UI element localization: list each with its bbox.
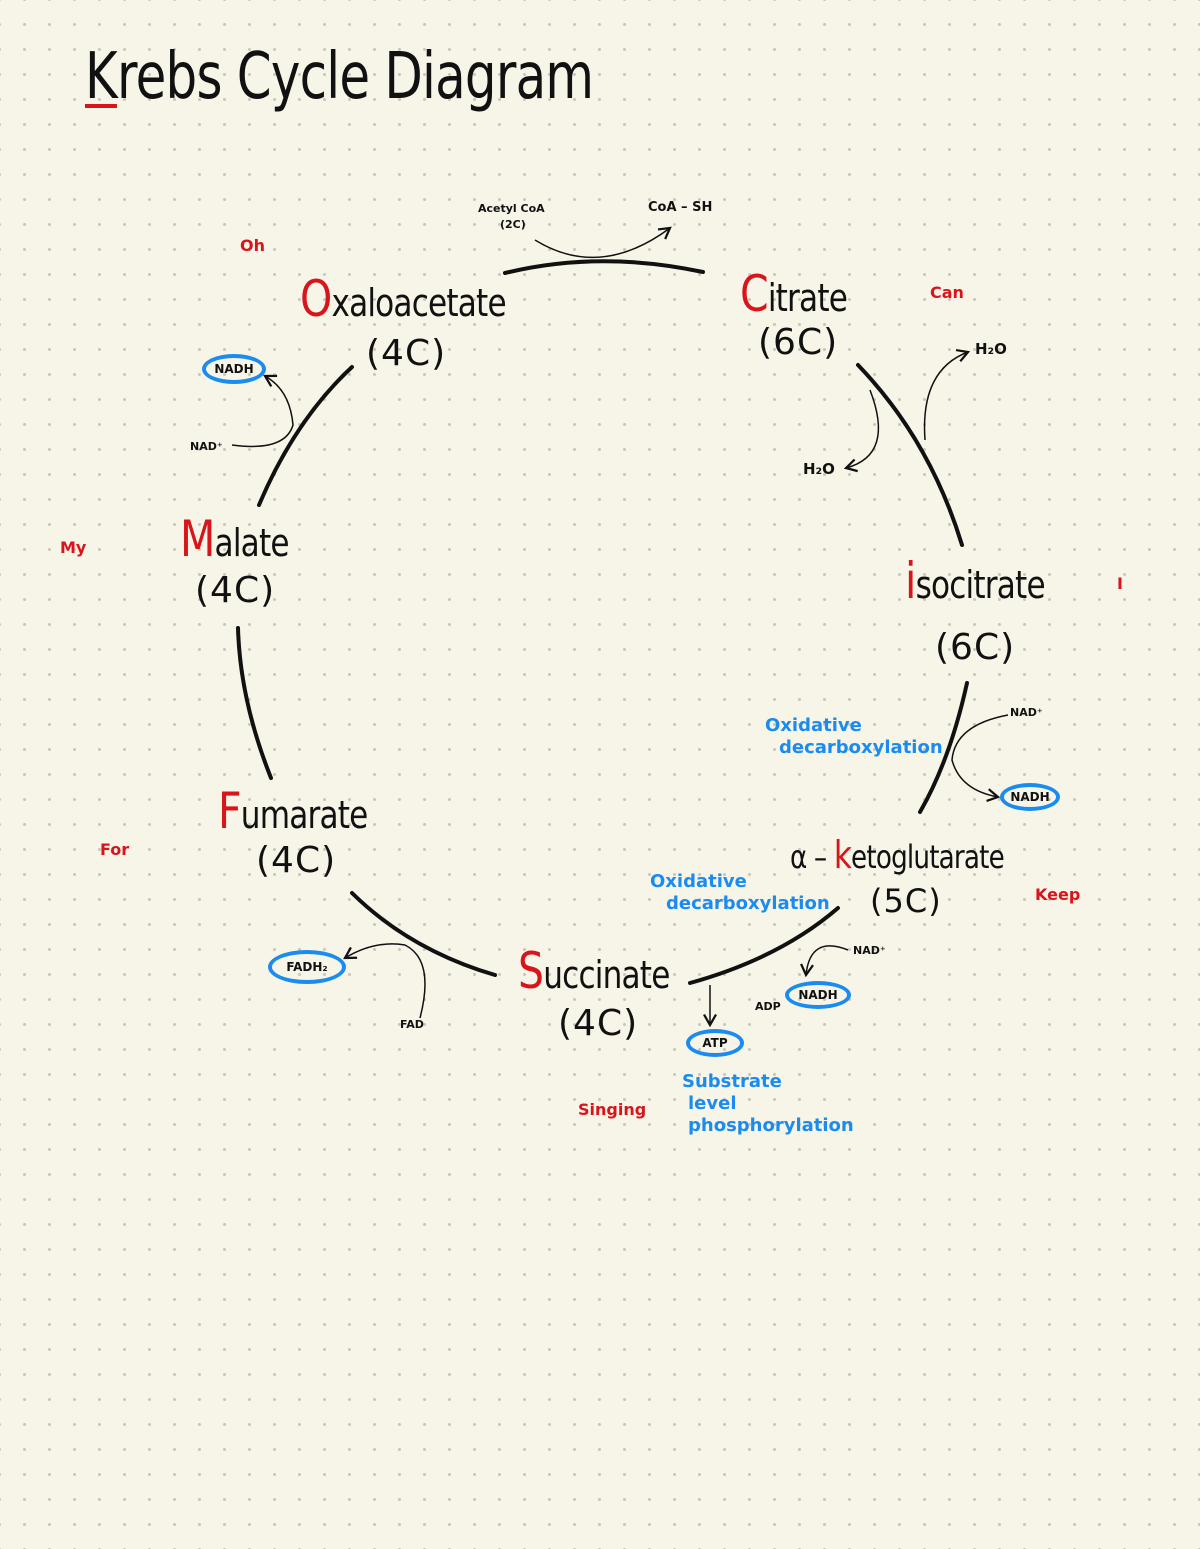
citrate-label: Citrate — [740, 265, 848, 323]
mnemonic-ketoglutarate: Keep — [1035, 885, 1081, 904]
ketoglutarate-carbons: (5C) — [870, 882, 942, 920]
mnemonic-succinate: Singing — [578, 1100, 647, 1119]
arrow-h2o-in — [843, 389, 880, 473]
mnemonic-fumarate: For — [100, 840, 130, 859]
citrate-carbons: (6C) — [758, 322, 839, 363]
page-title: Krebs Cycle Diagram — [85, 40, 594, 114]
arc-citrate-isocitrate — [856, 363, 964, 547]
acetyl-coa-carbons: (2C) — [500, 218, 526, 231]
arc-succinate-fumarate — [350, 891, 497, 977]
arc-fumarate-malate — [236, 626, 273, 780]
h2o-out-label: H₂O — [975, 340, 1007, 358]
arrow-fad-fadh2 — [343, 943, 426, 1019]
nadh-malate-oval: NADH — [202, 354, 266, 384]
arc-ketoglutarate-succinate — [688, 906, 840, 985]
oxaloacetate-label: Oxaloacetate — [300, 270, 507, 328]
substrate-level-phosphorylation: Substrate level phosphorylation — [682, 1071, 854, 1136]
succinate-carbons: (4C) — [558, 1003, 639, 1044]
acetyl-coa-label: Acetyl CoA — [478, 202, 545, 215]
fumarate-carbons: (4C) — [256, 840, 337, 881]
oxaloacetate-carbons: (4C) — [366, 333, 447, 374]
arrow-nad-keto — [800, 945, 849, 978]
arrow-acetylcoa-coash — [534, 226, 672, 259]
arrow-nad-iso — [951, 714, 1009, 803]
fadh2-oval: FADH₂ — [268, 950, 346, 984]
ketoglutarate-label: α – ketoglutarate — [790, 833, 1005, 877]
oxidative-decarboxylation-1: Oxidative decarboxylation — [765, 715, 943, 758]
nadh-iso-oval: NADH — [1000, 783, 1060, 811]
nadh-keto-oval: NADH — [785, 981, 851, 1009]
h2o-in-label: H₂O — [803, 460, 835, 478]
nad-iso-label: NAD⁺ — [1010, 706, 1043, 719]
arc-oxaloacetate-citrate — [503, 259, 705, 275]
succinate-label: Succinate — [518, 942, 670, 1000]
isocitrate-label: isocitrate — [905, 552, 1046, 610]
arc-isocitrate-ketoglutarate — [918, 681, 969, 814]
malate-carbons: (4C) — [195, 570, 276, 611]
coa-sh-label: CoA – SH — [648, 200, 713, 215]
mnemonic-oxaloacetate: Oh — [240, 236, 265, 255]
fumarate-label: Fumarate — [218, 782, 368, 840]
isocitrate-carbons: (6C) — [935, 627, 1016, 668]
arrow-nad-malate — [231, 374, 294, 448]
arrow-h2o-out — [923, 348, 971, 441]
atp-oval: ATP — [686, 1029, 744, 1057]
arc-malate-oxaloacetate — [257, 365, 354, 507]
nad-keto-label: NAD⁺ — [853, 944, 886, 957]
mnemonic-citrate: Can — [930, 283, 964, 302]
mnemonic-isocitrate: I — [1117, 574, 1123, 593]
nad-malate-label: NAD⁺ — [190, 440, 223, 453]
malate-label: Malate — [180, 510, 290, 568]
adp-label: ADP — [755, 1000, 781, 1013]
fad-label: FAD — [400, 1018, 424, 1031]
oxidative-decarboxylation-2: Oxidative decarboxylation — [650, 871, 830, 914]
mnemonic-malate: My — [60, 538, 87, 557]
